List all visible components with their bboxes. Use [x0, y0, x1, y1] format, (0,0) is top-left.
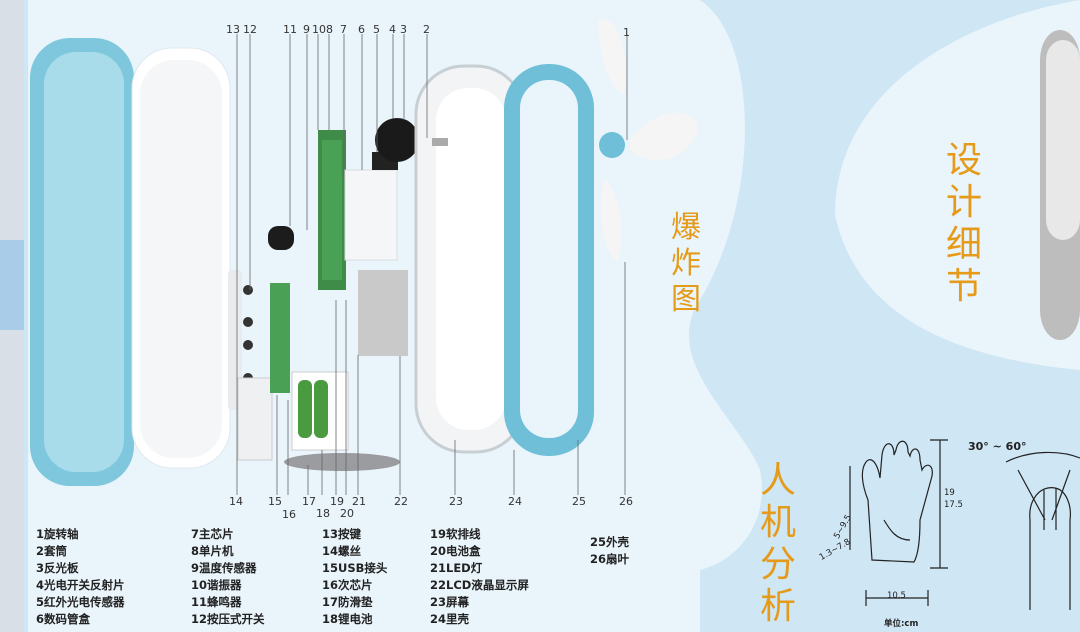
- legend-col-2: 7主芯片 8单片机 9温度传感器 10谐振器 11蜂鸣器 12按压式开关: [191, 526, 265, 628]
- callout-3: 3: [400, 23, 407, 36]
- legend-item: 17防滑垫: [322, 595, 373, 609]
- callout-19: 19: [330, 495, 344, 508]
- callout-23: 23: [449, 495, 463, 508]
- title-design-details: 设计细节: [945, 140, 982, 307]
- legend-item: 9温度传感器: [191, 561, 257, 575]
- legend-item: 6数码管盒: [36, 612, 91, 626]
- callout-22: 22: [394, 495, 408, 508]
- sub-pcb: [270, 283, 290, 393]
- dim-width: 10.5: [887, 591, 906, 601]
- callout-21: 21: [352, 495, 366, 508]
- legend-item: 4光电开关反射片: [36, 578, 125, 592]
- callout-26: 26: [619, 495, 633, 508]
- legend-item: 2套筒: [36, 544, 68, 558]
- title-ergonomics: 人机分析: [759, 460, 796, 627]
- callout-20: 20: [340, 507, 354, 520]
- fan-blade-2: [630, 112, 699, 161]
- module-box: [344, 169, 398, 261]
- callout-25: 25: [572, 495, 586, 508]
- legend-item: 20电池盒: [430, 544, 481, 558]
- legend-item: 21LED灯: [430, 561, 483, 575]
- legend-col-4: 19软排线 20电池盒 21LED灯 22LCD液晶显示屏 23屏幕 24里壳: [430, 526, 529, 628]
- callout-11: 11: [283, 23, 297, 36]
- dim-height: 19: [944, 488, 955, 498]
- buzzer: [268, 226, 294, 250]
- legend-item: 3反光板: [36, 561, 79, 575]
- hand-outline-left: [861, 440, 933, 563]
- legend-item: 8单片机: [191, 544, 234, 558]
- legend-item: 18锂电池: [322, 612, 373, 626]
- callout-12: 12: [243, 23, 257, 36]
- legend-item: 22LCD液晶显示屏: [430, 578, 529, 592]
- fan-blade-3: [600, 180, 622, 262]
- callout-7: 7: [340, 23, 347, 36]
- callout-13: 13: [226, 23, 240, 36]
- legend-item: 24里壳: [430, 612, 470, 626]
- callout-5: 5: [373, 23, 380, 36]
- legend-col-3: 13按键 14螺丝 15USB接头 16次芯片 17防滑垫 18锂电池: [322, 526, 387, 628]
- callout-4: 4: [389, 23, 396, 36]
- dim-angle: 30° ~ 60°: [968, 440, 1027, 453]
- legend-item: 12按压式开关: [191, 612, 265, 626]
- legend-col-1: 1旋转轴 2套筒 3反光板 4光电开关反射片 5红外光电传感器 6数码管盒: [36, 526, 125, 628]
- legend-item: 14螺丝: [322, 544, 362, 558]
- legend-item: 11蜂鸣器: [191, 595, 242, 609]
- lcd-plate: [358, 270, 408, 356]
- callout-10: 10: [312, 23, 326, 36]
- legend-item: 7主芯片: [191, 527, 234, 541]
- legend-item: 13按键: [322, 527, 362, 541]
- callout-9: 9: [303, 23, 310, 36]
- fan-blade-1: [598, 19, 626, 95]
- callout-8: 8: [326, 23, 333, 36]
- callout-14: 14: [229, 495, 243, 508]
- legend-item: 23屏幕: [430, 595, 470, 609]
- anti-slip-mat: [284, 453, 400, 471]
- legend-item: 5红外光电传感器: [36, 595, 125, 609]
- hand-outline-right: [1029, 487, 1071, 610]
- callout-18: 18: [316, 507, 330, 520]
- dim-unit: 单位:cm: [884, 619, 919, 629]
- legend-item: 1旋转轴: [36, 527, 79, 541]
- callout-17: 17: [302, 495, 316, 508]
- legend-item: 26扇叶: [590, 552, 630, 566]
- legend-item: 10谐振器: [191, 578, 242, 592]
- legend-item: 19软排线: [430, 527, 481, 541]
- button-strip: [228, 270, 242, 410]
- callout-6: 6: [358, 23, 365, 36]
- motor-disc: [375, 118, 419, 162]
- callout-15: 15: [268, 495, 282, 508]
- callout-1: 1: [623, 26, 630, 39]
- title-exploded-view: 爆炸图: [671, 210, 701, 317]
- legend-col-5: 25外壳 26扇叶: [590, 534, 629, 568]
- legend-item: 25外壳: [590, 535, 630, 549]
- dim-height-2: 17.5: [944, 500, 963, 510]
- fan-hub: [599, 132, 625, 158]
- callout-2: 2: [423, 23, 430, 36]
- callout-24: 24: [508, 495, 522, 508]
- legend-item: 16次芯片: [322, 578, 373, 592]
- callout-16: 16: [282, 508, 296, 521]
- axle: [432, 138, 448, 146]
- legend-item: 15USB接头: [322, 561, 388, 575]
